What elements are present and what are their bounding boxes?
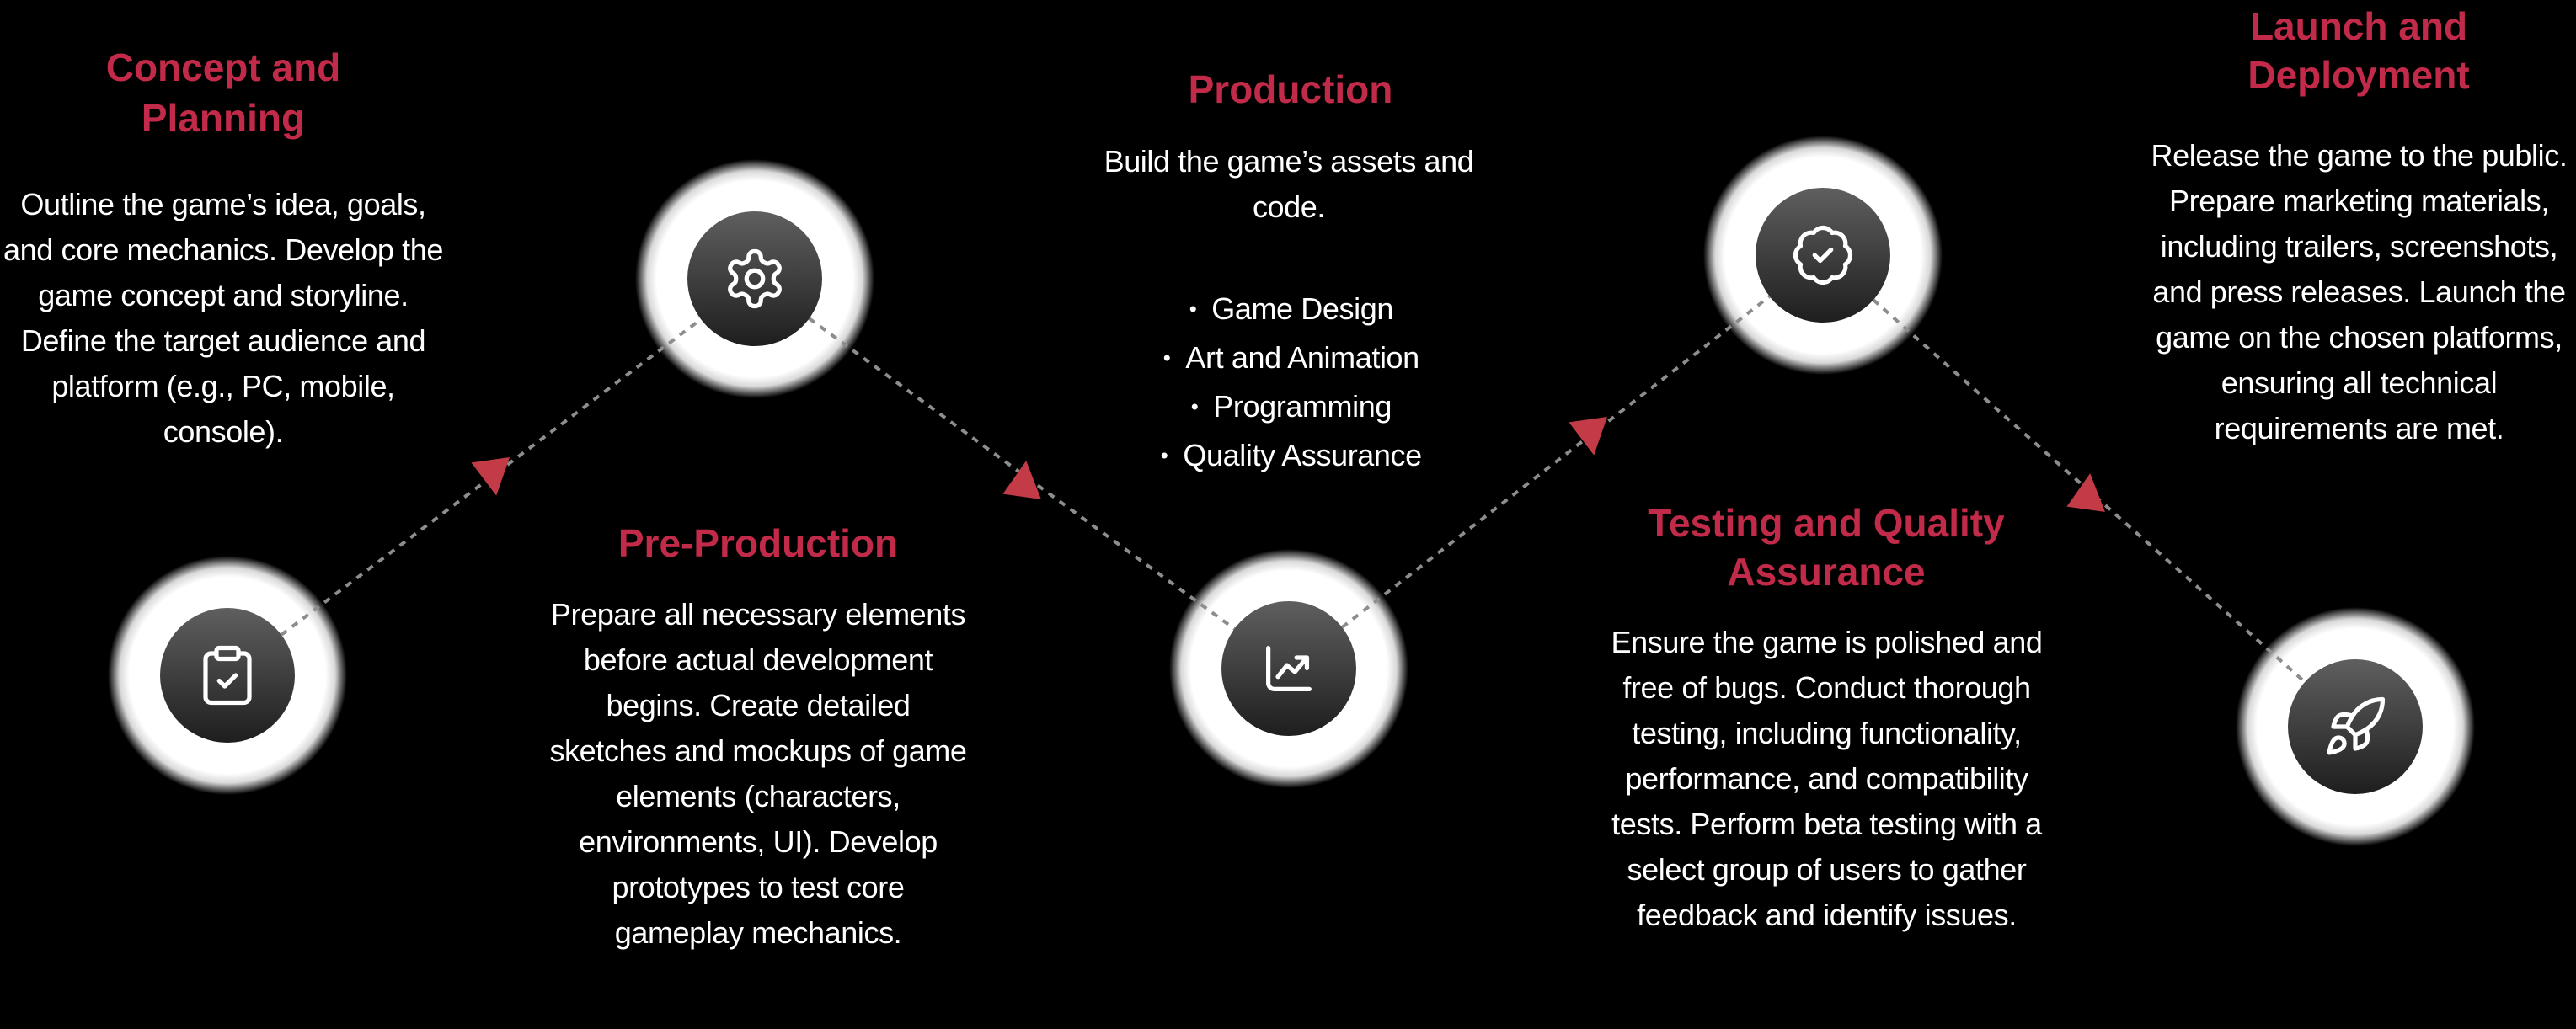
stage-title-pre-production: Pre-Production bbox=[617, 521, 899, 565]
node-core bbox=[687, 211, 822, 346]
flow-arrow-1 bbox=[471, 456, 510, 496]
stage-description-testing-qa: Ensure the game is polished and free of … bbox=[1611, 625, 2043, 932]
flow-arrow-3 bbox=[1569, 416, 1607, 456]
list-item: • Programming bbox=[1072, 382, 1510, 431]
list-item-label: Art and Animation bbox=[1185, 340, 1419, 375]
list-item-label: Programming bbox=[1213, 389, 1392, 424]
connector-line-3 bbox=[1287, 253, 1825, 670]
bullet-dot: • bbox=[1162, 344, 1171, 371]
node-core bbox=[1221, 601, 1356, 736]
gear-icon bbox=[728, 248, 782, 309]
stage-node-launch-deployment bbox=[2236, 607, 2475, 846]
stage-node-testing-qa bbox=[1703, 136, 1943, 375]
list-item-label: Game Design bbox=[1211, 291, 1393, 326]
flow-arrow-4 bbox=[2066, 473, 2105, 513]
badge-check-icon bbox=[1793, 225, 1853, 285]
node-core bbox=[1756, 188, 1890, 323]
list-item: • Quality Assurance bbox=[1072, 431, 1510, 480]
stage-node-production bbox=[1169, 549, 1408, 788]
stage-description-pre-production: Prepare all necessary elements before ac… bbox=[549, 597, 967, 950]
list-item: • Game Design bbox=[1072, 285, 1510, 333]
bullet-dot: • bbox=[1190, 393, 1199, 419]
stage-node-concept-planning bbox=[108, 556, 347, 795]
stage-node-pre-production bbox=[635, 159, 874, 398]
node-core bbox=[2288, 659, 2423, 794]
rocket-icon bbox=[2327, 696, 2386, 755]
stage-title-production: Production bbox=[1188, 67, 1393, 111]
flow-arrow-2 bbox=[1002, 461, 1041, 500]
stage-title-testing-qa: Testing and Quality Assurance bbox=[1648, 501, 2005, 594]
stage-description-launch-deployment: Release the game to the public. Prepare … bbox=[2151, 138, 2568, 445]
stage-description-concept-planning: Outline the game’s idea, goals, and core… bbox=[3, 187, 443, 449]
bullet-dot: • bbox=[1189, 296, 1197, 322]
connector-line-2 bbox=[753, 277, 1291, 670]
stage-description-production: Build the game’s assets and code. bbox=[1104, 144, 1474, 224]
stage-title-concept-planning: Concept and Planning bbox=[105, 45, 341, 140]
bullet-dot: • bbox=[1160, 442, 1168, 468]
line-chart-icon bbox=[1266, 646, 1312, 691]
list-item: • Art and Animation bbox=[1072, 333, 1510, 382]
list-item-label: Quality Assurance bbox=[1183, 438, 1422, 472]
stage-title-launch-deployment: Launch and Deployment bbox=[2247, 4, 2470, 97]
clipboard-check-icon bbox=[203, 645, 252, 706]
production-task-list: • Game Design • Art and Animation • Program… bbox=[1072, 285, 1510, 480]
node-core bbox=[160, 608, 295, 743]
